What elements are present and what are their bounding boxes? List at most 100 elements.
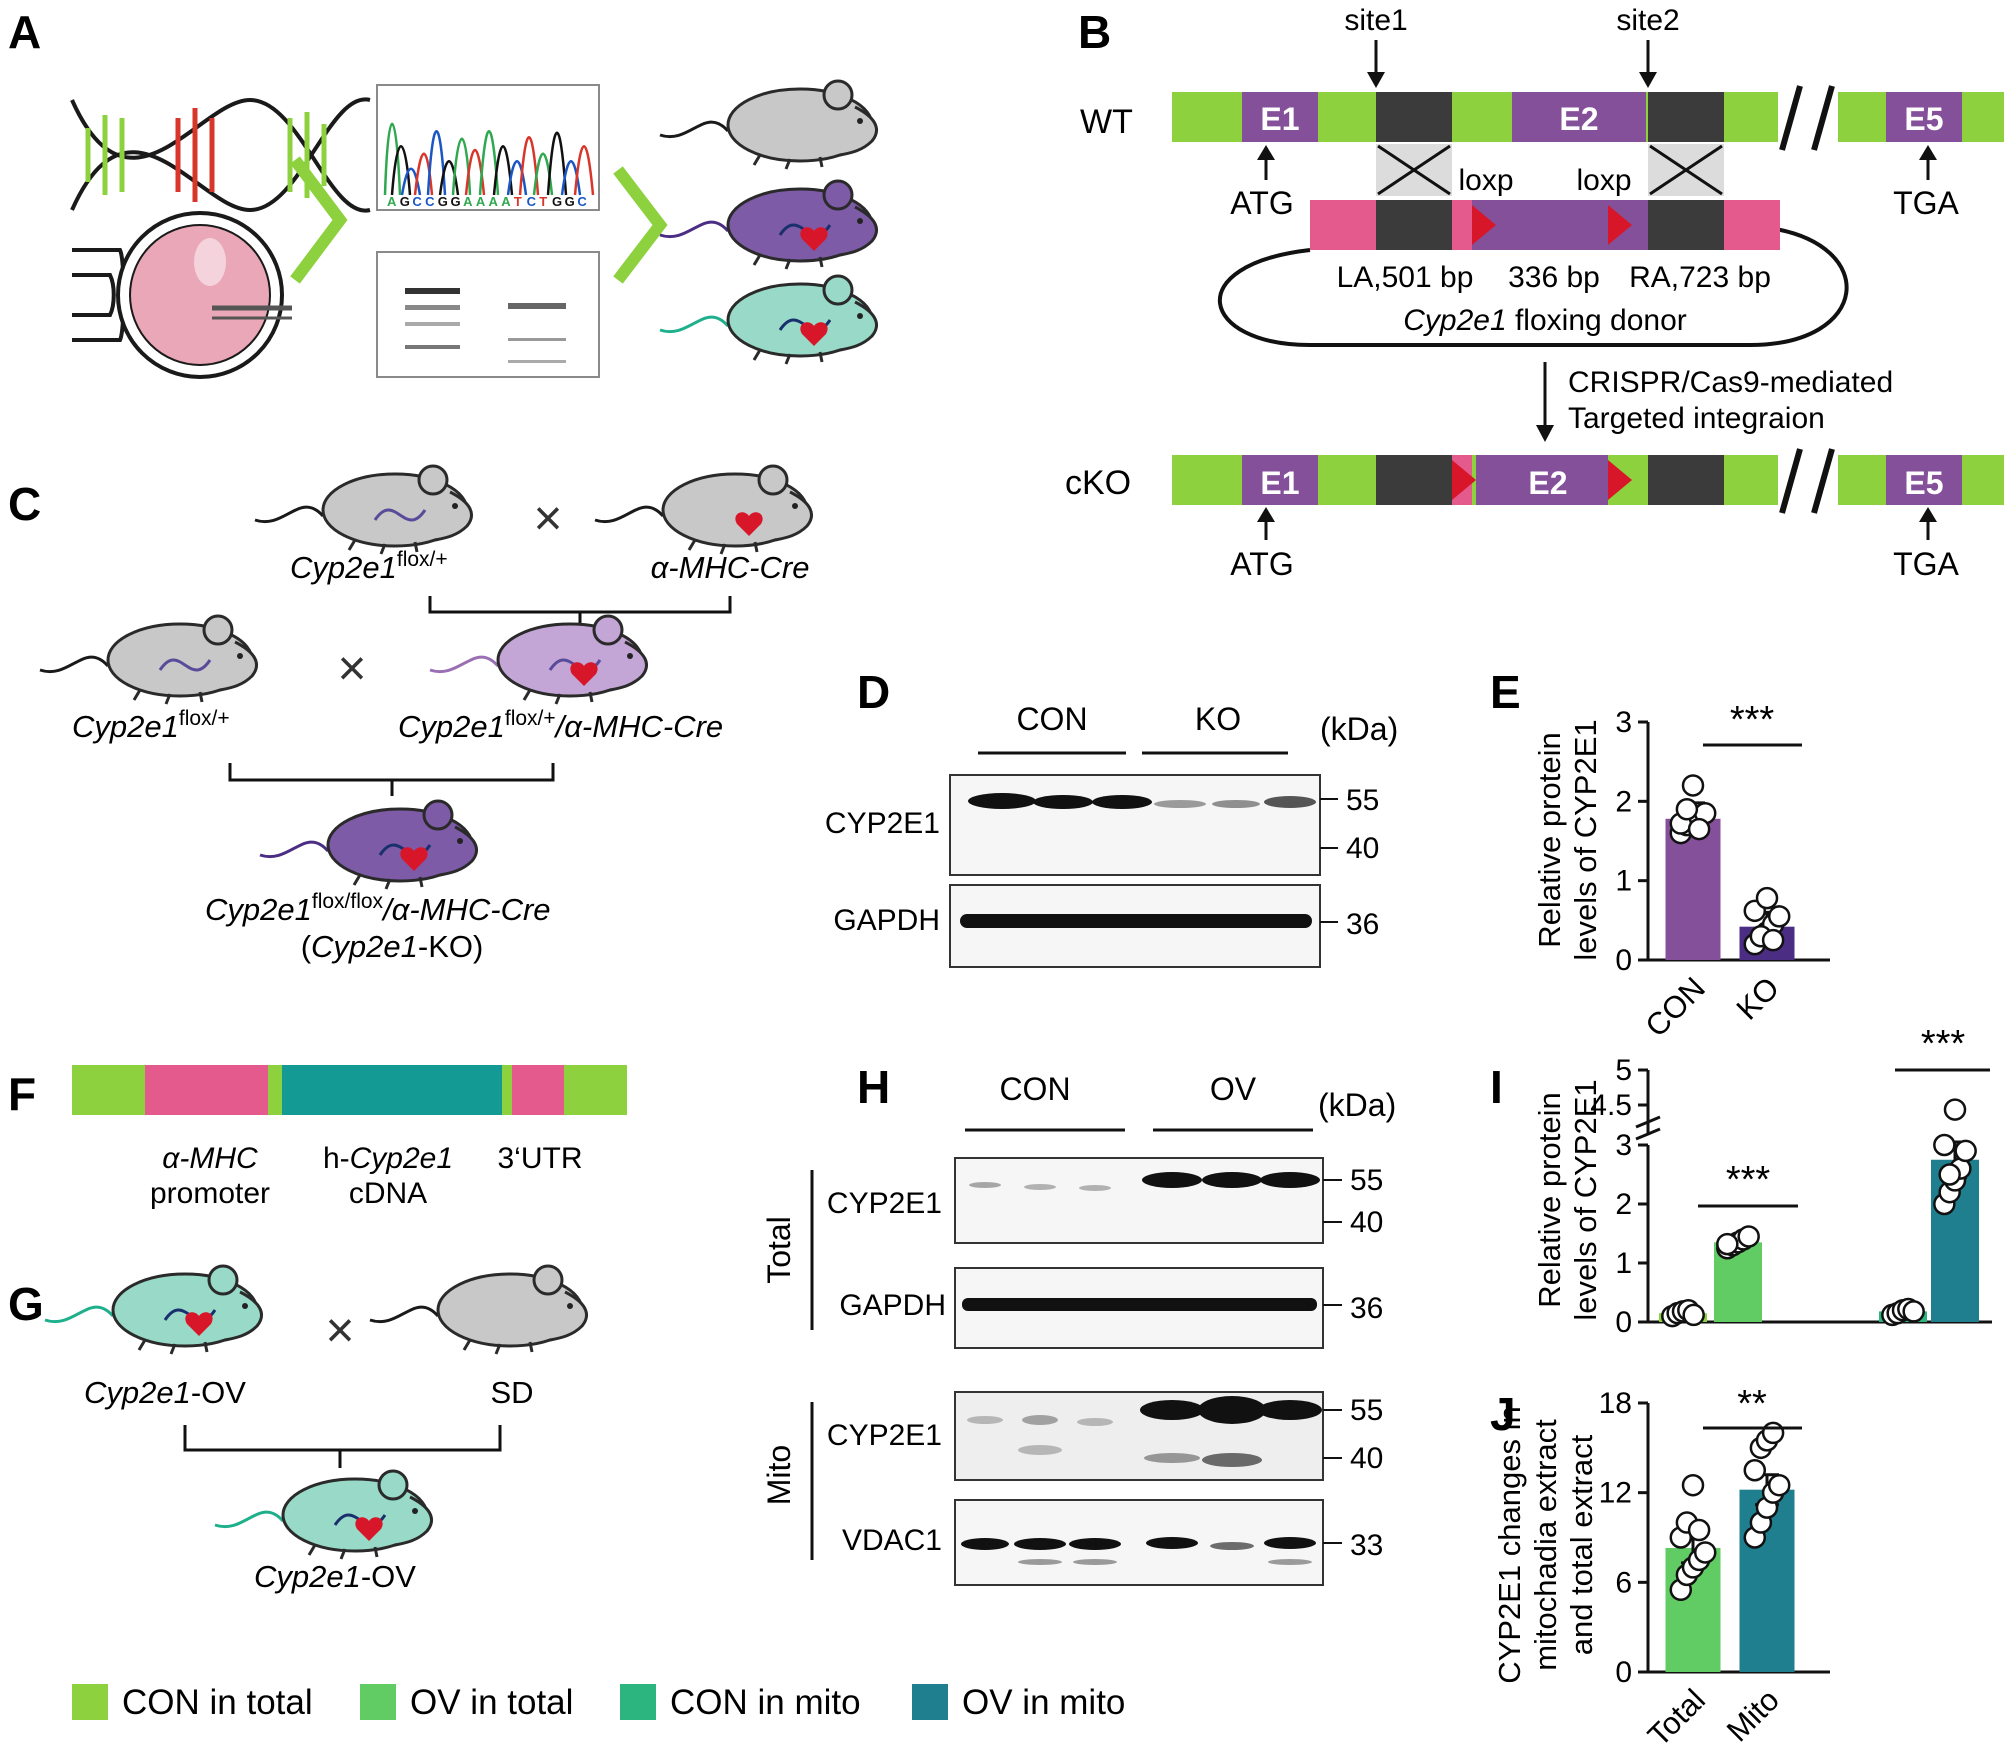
h-marker-40-total: 40 [1350,1206,1383,1239]
sequence-letter: A [463,194,473,209]
panel-label-i: I [1490,1061,1503,1113]
blot-label-cyp2e1: CYP2E1 [825,807,940,840]
h-group-ov: OV [1210,1071,1257,1107]
panel-g: × Cyp2e1-OV SD Cyp2e1-OV [43,1264,589,1594]
homologous-recombination-crosses [1376,144,1724,196]
data-point [1938,1163,1961,1186]
axis-break-mark [1635,1115,1661,1129]
panel-label-j: J [1490,1388,1516,1440]
blot-cyp2e1 [949,774,1321,876]
sequence-letter: C [425,194,435,209]
y-axis-label: levels of CYP2E1 [1568,719,1603,960]
marker-36: 36 [1346,908,1379,941]
y-axis-label: levels of CYP2E1 [1568,1079,1603,1320]
panel-label-a: A [8,6,41,58]
data-point [1681,774,1705,797]
category-label: CON [1638,970,1711,1043]
cross-symbol-g: × [325,1302,354,1358]
axis-break-mark [1635,1127,1661,1141]
atg-label-top: ATG [1230,185,1293,221]
legend-label: OV in total [410,1683,573,1722]
data-point [1716,1232,1739,1256]
sequence-letter: G [450,194,460,209]
mouse-flox-2 [38,614,259,706]
y-tick-label: 18 [1599,1387,1632,1420]
y-tick-label: 3 [1615,706,1632,739]
g-parent1-label: Cyp2e1-OV [84,1375,246,1410]
parent4-label: Cyp2e1flox/+/α-MHC-Cre [398,707,723,744]
panel-h: CON OV (kDa) Total Mito CYP2E1 55 40 GAP… [761,1071,1396,1586]
sequence-letter: C [577,194,587,209]
atg-label-bottom: ATG [1230,546,1293,582]
mouse-flox [253,464,474,556]
mouse-knockout [658,179,879,271]
y-tick-label: 0 [1615,944,1632,977]
data-point [1933,1133,1956,1157]
significance-stars: *** [1921,1023,1966,1065]
h-blot-label-vdac1: VDAC1 [842,1524,942,1557]
panel-label-f: F [8,1068,36,1120]
y-tick-label: 0 [1615,1306,1632,1339]
panel-label-b: B [1078,6,1111,58]
data-point [1943,1098,1967,1121]
mouse-cre [593,464,814,556]
site2-label: site2 [1616,4,1679,37]
offspring-label-2: (Cyp2e1-KO) [301,929,484,964]
h-marker-40-mito: 40 [1350,1442,1383,1475]
loxp-label-right: loxp [1576,164,1631,197]
legend-swatch [620,1684,656,1720]
y-tick-label: 1 [1615,865,1632,898]
category-label: KO [1730,970,1786,1026]
heart-icon [800,227,828,251]
panel-label-d: D [857,666,890,718]
genotyping-gel [376,251,600,378]
data-point [1737,1225,1760,1248]
heart-icon [800,322,828,346]
section-total: Total [761,1216,797,1284]
zygote-injection-icon [72,211,292,379]
group-ko: KO [1195,701,1241,737]
g-parent2-label: SD [490,1375,533,1410]
legend-label: OV in mito [962,1683,1125,1722]
sequence-letter: T [514,194,522,209]
h-blot-label-cyp2e1-total: CYP2E1 [827,1187,942,1220]
section-mito: Mito [761,1445,797,1505]
mouse-wild-type [658,79,879,171]
h-marker-36: 36 [1350,1292,1383,1325]
h-blot-label-cyp2e1-mito: CYP2E1 [827,1419,942,1452]
h-marker-33: 33 [1350,1529,1383,1562]
sequence-letter: A [476,194,486,209]
utr-label: 3‘UTR [497,1142,582,1175]
y-tick-label: 2 [1615,1188,1632,1221]
loxp-label-left: loxp [1458,164,1513,197]
crispr-line2: Targeted integraion [1568,402,1825,435]
significance-stars: *** [1726,1159,1771,1201]
tga-label-top: TGA [1893,185,1959,221]
y-tick-label: 1 [1615,1247,1632,1280]
data-point [1761,928,1785,952]
parent2-label: α-MHC-Cre [651,550,810,585]
data-point [1755,886,1779,910]
data-point [1687,1518,1711,1542]
y-axis-label: Relative protein [1532,1092,1567,1307]
y-axis-label: mitochadia extract [1528,1419,1563,1671]
data-point [1693,1541,1717,1564]
panel-f: α-MHC promoter h-Cyp2e1 cDNA 3‘UTR [72,1065,627,1210]
data-point [1681,1473,1705,1497]
panel-d: CON KO (kDa) CYP2E1 55 40 GAPDH 36 [825,701,1398,968]
legend-swatch [912,1684,948,1720]
legend-swatch [360,1684,396,1720]
parent1-label: Cyp2e1flox/+ [290,548,448,585]
panel-label-c: C [8,478,41,530]
la-label: LA,501 bp [1337,261,1474,294]
blot-label-gapdh: GAPDH [833,904,940,937]
h-marker-55-total: 55 [1350,1164,1383,1197]
h-kda-label: (kDa) [1318,1087,1396,1123]
